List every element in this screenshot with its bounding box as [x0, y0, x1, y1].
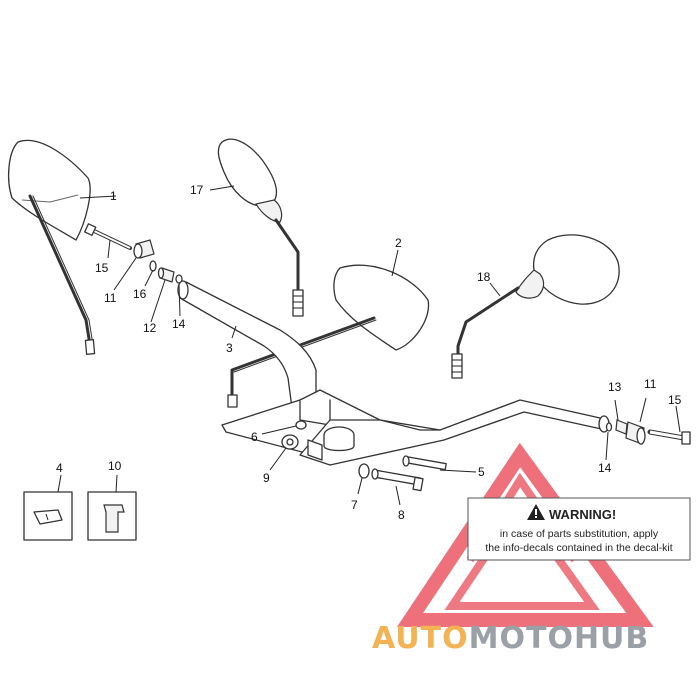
callout-16: 16: [133, 287, 147, 301]
warning-line-1: in case of parts substitution, apply: [500, 528, 659, 540]
part-13-right-insert: [615, 419, 628, 435]
part-16-washer: [149, 260, 157, 272]
part-10-cap-box: [87, 491, 137, 541]
leader-lines: [57, 185, 681, 506]
callout-12: 12: [143, 321, 157, 335]
part-17-round-mirror: [217, 138, 304, 317]
warning-line-2: the info-decals contained in the decal-k…: [485, 542, 672, 554]
callout-labels: 1 2 3 4 5 6 7 8 9 10 11 11 12 13 14 14 1…: [56, 183, 682, 522]
callout-3: 3: [226, 341, 233, 355]
callout-7: 7: [351, 498, 358, 512]
part-15-left-bolt: [84, 223, 132, 250]
part-6-washer: [295, 420, 307, 430]
callout-17: 17: [190, 183, 204, 197]
callout-14-left: 14: [172, 317, 186, 331]
callout-14-right: 14: [598, 461, 612, 475]
part-11-right-bar-end: [625, 421, 646, 445]
part-12-insert: [157, 267, 175, 283]
callout-11-right: 11: [644, 377, 657, 391]
part-8-long-bolt: [371, 468, 424, 492]
part-11-left-bar-end: [133, 239, 155, 259]
part-5-bolt: [402, 455, 447, 471]
part-2-center-mirror: [227, 264, 430, 408]
part-1-left-mirror: [7, 139, 96, 355]
watermark-text-part-1: AUTOMOTOHUB: [372, 621, 649, 656]
warning-title: WARNING!: [549, 507, 616, 522]
part-7-washer: [358, 463, 370, 479]
callout-11-left: 11: [104, 291, 117, 305]
callout-10: 10: [108, 459, 122, 473]
part-3-handlebar: [177, 280, 610, 466]
warning-triangle-icon: [527, 504, 545, 520]
callout-13: 13: [608, 380, 622, 394]
callout-15-right: 15: [668, 393, 682, 407]
callout-1: 1: [110, 189, 117, 203]
callout-8: 8: [398, 508, 405, 522]
callout-15-left: 15: [95, 261, 109, 275]
part-14-left-oring: [175, 274, 183, 284]
callout-18: 18: [477, 270, 491, 284]
part-18-right-round-mirror: [451, 234, 620, 379]
part-15-right-bolt: [647, 429, 691, 445]
part-9-bushing: [281, 434, 299, 450]
watermark-text: AUTOMOTOHUB: [372, 621, 649, 656]
callout-9: 9: [263, 471, 270, 485]
part-4-clip-box: [23, 491, 73, 541]
callout-2: 2: [395, 236, 402, 250]
callout-4: 4: [56, 461, 63, 475]
callout-5: 5: [478, 465, 485, 479]
warning-label: WARNING! in case of parts substitution, …: [467, 497, 691, 561]
part-14-right-oring: [605, 422, 613, 432]
callout-6: 6: [251, 430, 258, 444]
